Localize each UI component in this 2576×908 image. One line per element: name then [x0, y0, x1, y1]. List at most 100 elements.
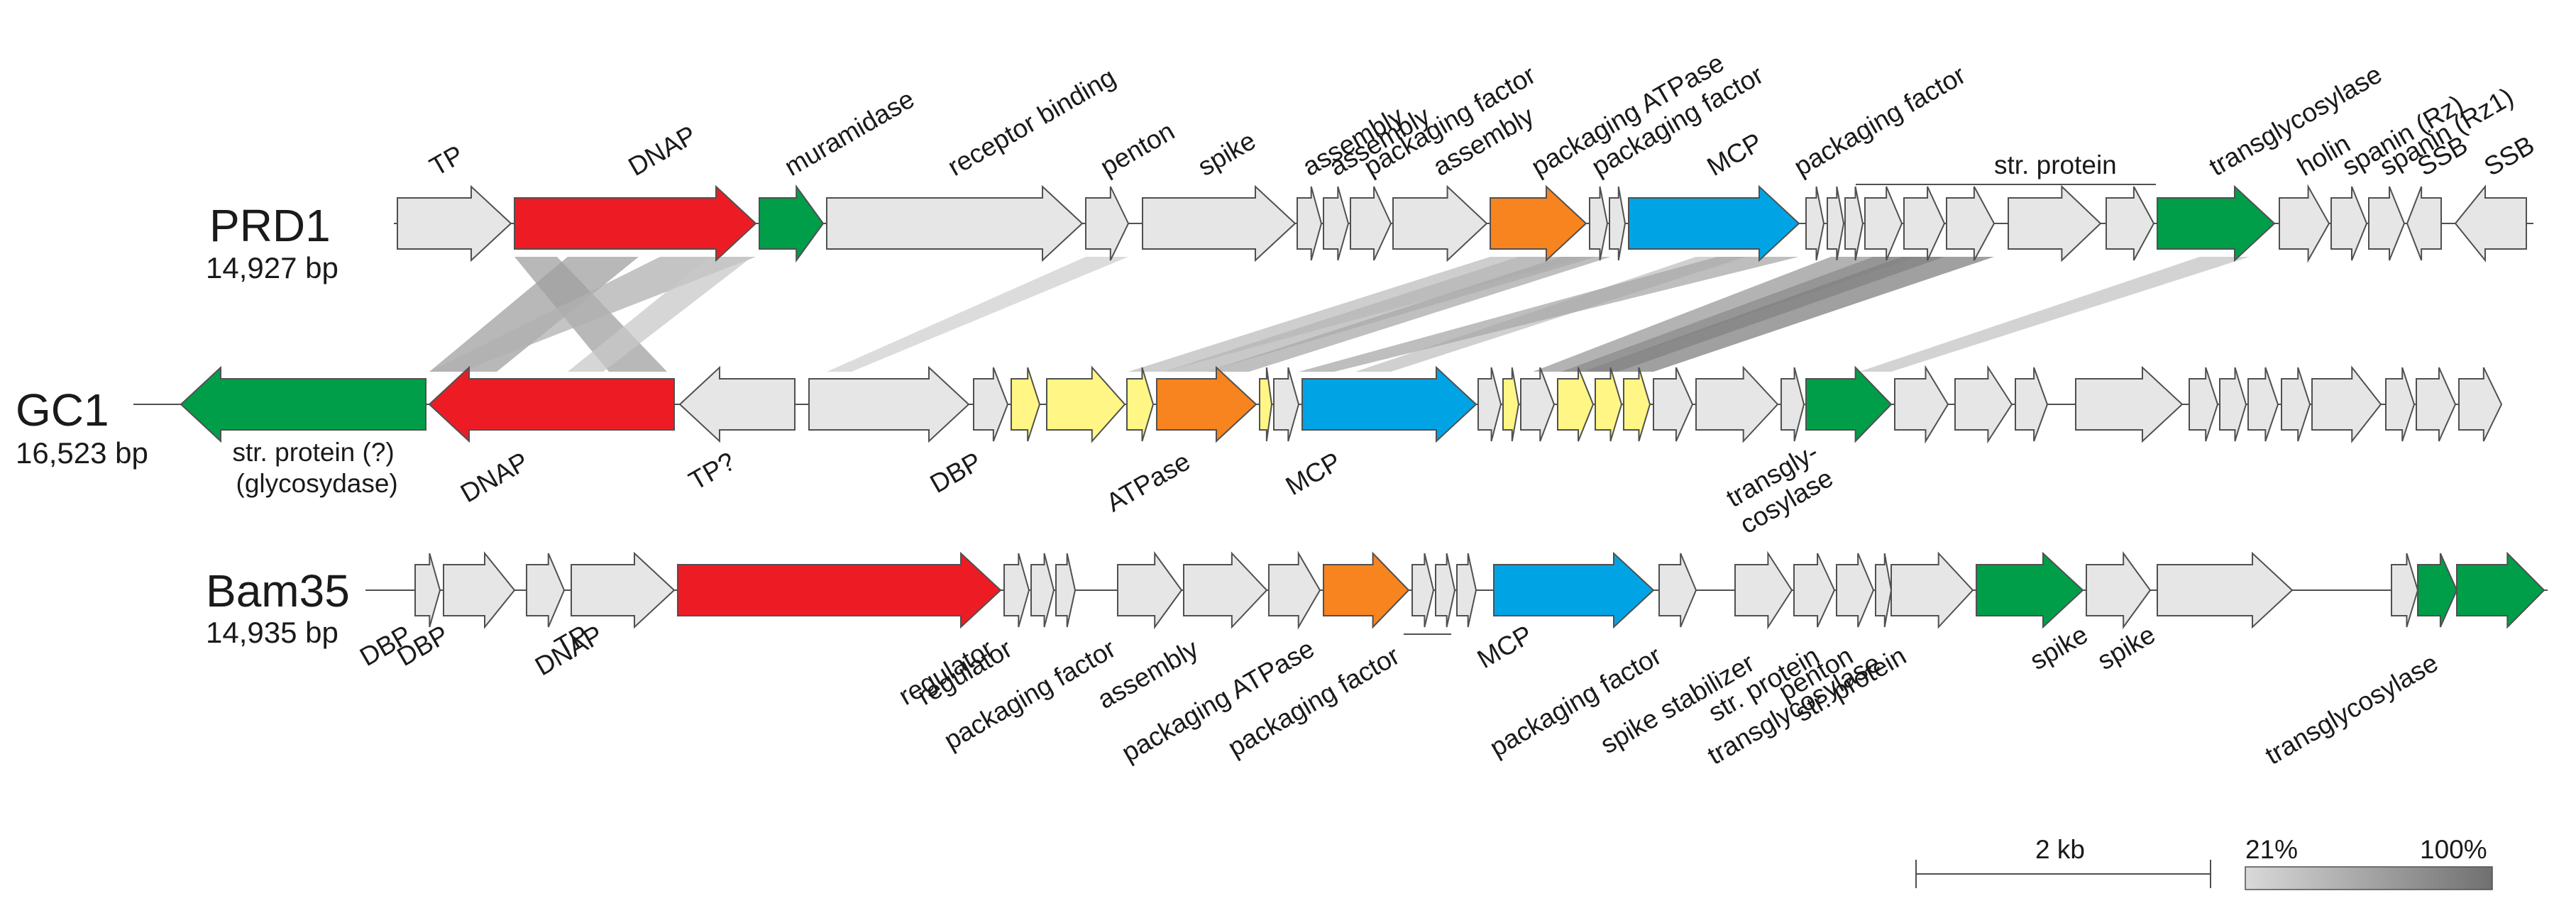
bam35-gene-16-label: MCP — [1473, 619, 1538, 674]
gc1-gene-19-arrow — [1653, 367, 1694, 442]
prd1-gene-28-label: SSB — [2479, 130, 2540, 182]
bam35-gene-15-arrow — [1456, 553, 1477, 628]
prd1-gene-11-arrow — [1490, 184, 1587, 262]
bam35-gene-9-arrow — [1117, 550, 1183, 630]
gc1-gene-13-arrow — [1477, 367, 1502, 442]
bam35-gene-14-arrow — [1435, 553, 1456, 628]
bam35-gene-11-arrow — [1268, 550, 1321, 630]
gc1-gene-32-arrow — [2385, 367, 2416, 442]
prd1-gene-28-arrow — [2454, 184, 2527, 262]
genome-name-bam35: Bam35 — [206, 565, 350, 616]
prd1-gene-21-arrow — [2008, 184, 2102, 262]
gc1-gene-16-arrow — [1557, 367, 1595, 442]
prd1-gene-7-arrow — [1297, 186, 1323, 261]
bam35-gene-28-label: transglycosylase — [2260, 648, 2443, 770]
gc1-gene-2-label: DNAP — [456, 446, 534, 508]
gc1-gene-1-arrow — [180, 365, 426, 443]
gc1-gene-9-arrow — [1156, 365, 1257, 443]
gc1-gene-1-label: str. protein (?)(glycosydase) — [233, 438, 398, 498]
bam35-gene-6-arrow — [1003, 553, 1030, 628]
bam35-gene-25-label: spike — [2093, 619, 2160, 675]
homology-link-10 — [1299, 257, 1799, 372]
identity-legend: 21% 100% — [2245, 835, 2493, 890]
prd1-gene-2-arrow — [514, 184, 757, 262]
gc1-gene-24-arrow — [1954, 365, 2013, 444]
prd1-gene-13-arrow — [1609, 186, 1626, 261]
bam35-gene-17-arrow — [1658, 553, 1697, 628]
prd1-gene-27-arrow — [2406, 186, 2442, 261]
genes — [180, 184, 2545, 630]
gc1-gene-25-arrow — [2015, 367, 2049, 442]
gc1-gene-30-arrow — [2281, 367, 2311, 442]
bam35-gene-18-arrow — [1734, 550, 1793, 630]
prd1-gene-22-arrow — [2106, 186, 2155, 261]
prd1-gene-1-label: TP — [425, 140, 468, 182]
bam35-gene-1-arrow — [414, 553, 441, 628]
bam35-gene-10-arrow — [1183, 551, 1268, 629]
gc1-gene-15-arrow — [1520, 367, 1556, 442]
gc1-gene-14-arrow — [1502, 367, 1520, 442]
prd1-gene-1-arrow — [397, 184, 512, 262]
gc1-gene-12-arrow — [1301, 365, 1477, 443]
prd1-gene-3-arrow — [759, 184, 825, 263]
bam35-gene-3-arrow — [526, 553, 566, 628]
gc1-gene-21-arrow — [1780, 367, 1805, 442]
identity-max-label: 100% — [2420, 835, 2487, 864]
gc1-gene-3-label: TP? — [684, 446, 740, 495]
gc1-gene-17-arrow — [1595, 367, 1623, 442]
gc1-gene-29-arrow — [2247, 367, 2279, 442]
prd1-gene-2-label: DNAP — [624, 120, 702, 182]
homology-link-4 — [568, 257, 752, 372]
gc1-gene-12-label: MCP — [1281, 446, 1346, 501]
prd1-gene-24-arrow — [2279, 184, 2330, 263]
gc1-gene-9-label: ATPase — [1101, 446, 1195, 517]
bam35-gene-26-arrow — [2391, 553, 2419, 628]
prd1-gene-4-label: receptor binding — [943, 62, 1121, 182]
gc1-gene-27-arrow — [2189, 367, 2219, 442]
bam35-gene-7-arrow — [1030, 553, 1055, 628]
gc1-gene-7-arrow — [1046, 365, 1126, 443]
genome-name-prd1: PRD1 — [209, 200, 331, 251]
gc1-gene-34-arrow — [2458, 367, 2503, 442]
bam35-gene-12-arrow — [1323, 551, 1410, 629]
prd1-gene-6-label: spike — [1193, 126, 1260, 182]
gc1-gene-28-arrow — [2219, 367, 2247, 442]
gc1-gene-22-label: transgly-cosylase — [1720, 437, 1838, 539]
gc1-gene-5-arrow — [973, 367, 1009, 442]
gc1-gene-31-arrow — [2311, 365, 2382, 443]
scale-bar: 2 kb — [1915, 835, 2211, 888]
bam35-gene-8-arrow — [1055, 553, 1077, 628]
prd1-gene-18-arrow — [1864, 186, 1903, 261]
identity-gradient-bar — [2245, 866, 2493, 890]
prd1-gene-12-arrow — [1589, 186, 1609, 261]
gc1-gene-33-arrow — [2416, 367, 2457, 442]
bam35-gene-5-arrow — [677, 551, 1002, 629]
prd1-gene-17-arrow — [1844, 186, 1864, 261]
homology-link-8 — [1206, 257, 1611, 372]
gc1-gene-5-label: DBP — [925, 446, 986, 499]
genome-size-bam35: 14,935 bp — [206, 616, 338, 649]
gc1-gene-11-arrow — [1273, 367, 1300, 442]
prd1-gene-5-arrow — [1085, 186, 1130, 261]
prd1-gene-14-label: MCP — [1702, 127, 1768, 182]
gc1-gene-6-arrow — [1011, 367, 1041, 442]
genome-size-prd1: 14,927 bp — [206, 251, 338, 284]
bam35-gene-16-arrow — [1493, 551, 1655, 629]
prd1-gene-26-arrow — [2368, 186, 2406, 261]
prd1-gene-4-arrow — [826, 184, 1084, 262]
prd1-gene-6-arrow — [1142, 184, 1297, 262]
genome-name-gc1: GC1 — [16, 384, 109, 436]
identity-min-label: 21% — [2245, 835, 2298, 864]
homology-link-14 — [1859, 257, 2250, 372]
prd1-gene-5-label: penton — [1096, 116, 1180, 182]
homology-link-2 — [429, 257, 639, 372]
homology-link-5 — [827, 257, 1128, 372]
prd1-str-protein-bracket-label: str. protein — [1994, 150, 2117, 179]
bam35-gene-13-arrow — [1411, 553, 1435, 628]
gc1-gene-3-arrow — [678, 365, 796, 443]
bam35-gene-19-arrow — [1793, 553, 1836, 628]
bam35-gene-24-arrow — [2086, 550, 2152, 630]
homology-links — [429, 257, 2250, 372]
gc1-gene-2-arrow — [428, 365, 675, 443]
